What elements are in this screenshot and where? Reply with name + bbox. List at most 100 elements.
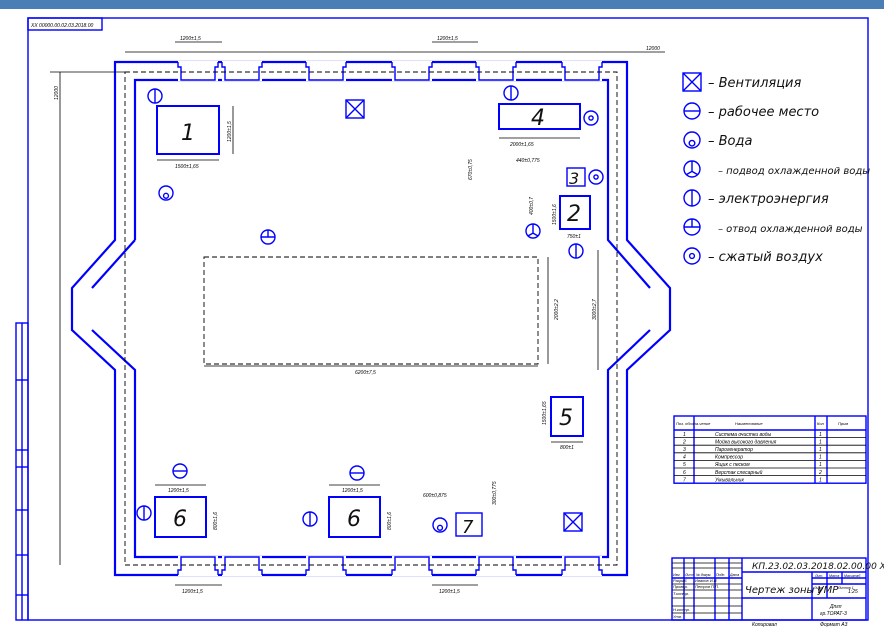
cooling-return-icon — [260, 229, 276, 245]
cooling-supply-icon — [683, 160, 701, 178]
equipment-6a[interactable]: 6 — [154, 496, 207, 538]
table-cell: Умывальник — [715, 477, 744, 483]
equipment-7[interactable]: 7 — [455, 512, 483, 538]
table-cell: 1 — [819, 439, 822, 445]
svg-text:Утв.: Утв. — [673, 614, 682, 619]
electricity-icon — [302, 511, 318, 527]
equipment-6b[interactable]: 6 — [328, 496, 381, 538]
electricity-icon — [136, 505, 152, 521]
window-opening — [475, 62, 517, 81]
svg-text:1: 1 — [181, 121, 195, 146]
svg-text:Изм: Изм — [673, 573, 680, 577]
ventilation-icon — [563, 512, 583, 532]
equipment-4[interactable]: 4 — [498, 103, 581, 131]
legend-label: – электроэнергия — [708, 192, 829, 207]
compressed-air-icon — [588, 169, 604, 185]
compressed-air-icon — [683, 247, 701, 265]
svg-text:Лист: Лист — [813, 586, 823, 590]
table-cell: Система очистки воды — [715, 432, 772, 438]
svg-text:Разраб.: Разраб. — [673, 578, 687, 583]
title-block: КП.23.02.03.2018.02.00.00 ХХ Чертеж зоны… — [671, 557, 884, 628]
top-stamp-box — [27, 17, 103, 31]
svg-text:670±0,75: 670±0,75 — [468, 159, 474, 180]
svg-text:12000: 12000 — [54, 86, 60, 100]
legend-label: – Вода — [708, 134, 752, 149]
svg-text:3000±2,7: 3000±2,7 — [592, 299, 598, 320]
table-cell: 1 — [819, 455, 822, 461]
svg-text:1200±1,5: 1200±1,5 — [168, 488, 189, 494]
dimension-labels: 1200±1,5 1200±1,5 12000 12000 1200±1,5 1… — [54, 36, 660, 595]
legend-label: – подвод охлажденной воды — [718, 166, 870, 177]
svg-text:1200±1,5: 1200±1,5 — [342, 488, 363, 494]
table-cell: 3 — [683, 447, 686, 453]
window-opening — [561, 556, 603, 575]
water-icon — [158, 185, 174, 201]
water-icon — [683, 131, 701, 149]
ventilation-icon — [345, 99, 365, 119]
table-header: Поз. обозна-чение — [676, 421, 711, 426]
window-opening — [177, 62, 219, 81]
electricity-icon — [147, 88, 163, 104]
svg-text:Провер.: Провер. — [673, 584, 688, 589]
svg-text:2000±2,2: 2000±2,2 — [554, 299, 560, 321]
table-cell: 4 — [683, 455, 686, 461]
svg-text:300±0,775: 300±0,775 — [492, 481, 498, 505]
svg-text:Масштаб: Масштаб — [844, 574, 861, 578]
water-icon — [432, 517, 448, 533]
table-cell: 1 — [819, 447, 822, 453]
table-cell: Ящик с песком — [714, 462, 750, 468]
svg-text:Формат A3: Формат A3 — [820, 622, 848, 628]
svg-text:Лист: Лист — [684, 573, 694, 577]
equipment-5[interactable]: 5 — [550, 396, 584, 437]
workplace-icon — [349, 465, 365, 481]
window-opening — [305, 62, 347, 81]
window-opening — [305, 556, 347, 575]
svg-text:Дпгп: Дпгп — [829, 604, 842, 610]
window-opening — [221, 62, 263, 81]
equipment-1[interactable]: 1 — [156, 105, 220, 155]
table-cell: 5 — [683, 462, 686, 468]
svg-text:6: 6 — [347, 507, 361, 532]
svg-text:800±1,6: 800±1,6 — [213, 512, 219, 530]
legend: – Вентиляция – рабочее место – Вода – подво… — [682, 72, 870, 265]
svg-text:У: У — [817, 588, 823, 598]
svg-text:КП.23.02.03.2018.02.00.00 ХХ: КП.23.02.03.2018.02.00.00 ХХ — [752, 562, 884, 572]
table-header: Прим — [838, 421, 848, 426]
svg-text:7: 7 — [462, 517, 474, 538]
table-cell: Мойка высокого давления — [715, 438, 777, 445]
table-cell: Компрессор — [715, 455, 743, 461]
svg-text:Масса: Масса — [829, 574, 839, 578]
electricity-icon — [503, 85, 519, 101]
window-opening — [221, 556, 263, 575]
service-zone-outline — [203, 256, 539, 365]
svg-text:Петров П.П.: Петров П.П. — [695, 584, 719, 589]
legend-label: – сжатый воздух — [708, 250, 823, 265]
table-cell: 1 — [819, 462, 822, 468]
svg-text:3: 3 — [569, 169, 579, 188]
table-cell: 2 — [682, 439, 686, 445]
svg-text:1500±1,6: 1500±1,6 — [552, 204, 558, 225]
table-cell: 1 — [819, 477, 822, 483]
table-cell: 7 — [683, 477, 686, 483]
left-side-stamp — [15, 322, 29, 621]
svg-text:12000: 12000 — [646, 46, 660, 52]
window-opening — [391, 556, 433, 575]
svg-text:1200±1,5: 1200±1,5 — [182, 589, 203, 595]
compressed-air-icon — [583, 110, 599, 126]
cooling-return-icon — [683, 218, 701, 236]
legend-label: – Вентиляция — [708, 76, 801, 91]
svg-text:400±0,7: 400±0,7 — [529, 197, 535, 215]
electricity-icon — [683, 189, 701, 207]
window-title-bar — [0, 0, 884, 9]
cooling-supply-icon — [525, 223, 541, 239]
svg-text:5: 5 — [559, 406, 573, 431]
svg-text:1500±1,65: 1500±1,65 — [175, 164, 199, 170]
table-cell: 1 — [683, 432, 686, 438]
window-opening — [475, 556, 517, 575]
legend-label: – рабочее место — [708, 105, 819, 120]
equipment-2[interactable]: 2 — [559, 195, 591, 230]
equipment-3[interactable]: 3 — [566, 167, 586, 188]
svg-text:Т.контр.: Т.контр. — [673, 591, 689, 596]
